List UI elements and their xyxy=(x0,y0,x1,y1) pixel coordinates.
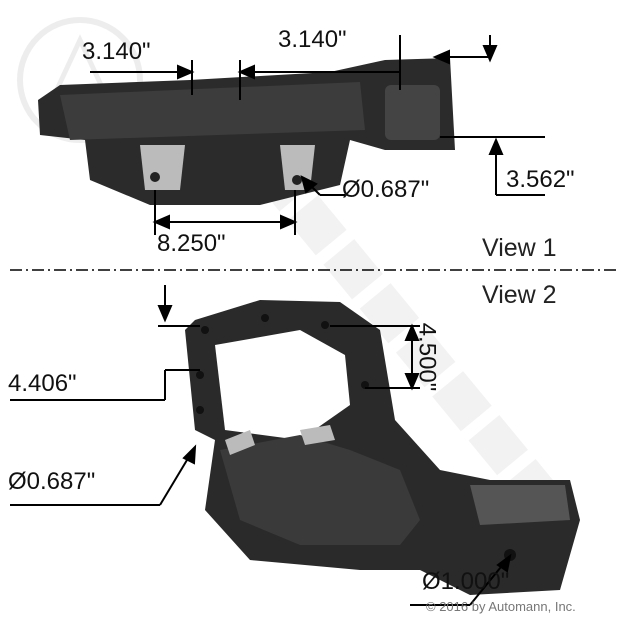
dimension-lines xyxy=(10,35,620,606)
view-1-label: View 1 xyxy=(482,234,557,262)
dim-vertical: 4.500" xyxy=(413,322,441,392)
part-view-2 xyxy=(185,300,580,595)
view-2-label: View 2 xyxy=(482,281,557,309)
dim-top-left: 3.140" xyxy=(82,38,151,65)
dim-hole-bottom: Ø1.000" xyxy=(422,568,510,595)
dim-right-height: 3.562" xyxy=(506,166,575,193)
dim-hole-left: Ø0.687" xyxy=(8,468,96,495)
dim-hole-view1: Ø0.687" xyxy=(342,176,430,203)
copyright: © 2016 by Automann, Inc. xyxy=(426,599,576,614)
dim-top-right: 3.140" xyxy=(278,26,347,53)
dim-bottom-width: 8.250" xyxy=(157,230,226,257)
dim-left-height: 4.406" xyxy=(8,370,77,397)
